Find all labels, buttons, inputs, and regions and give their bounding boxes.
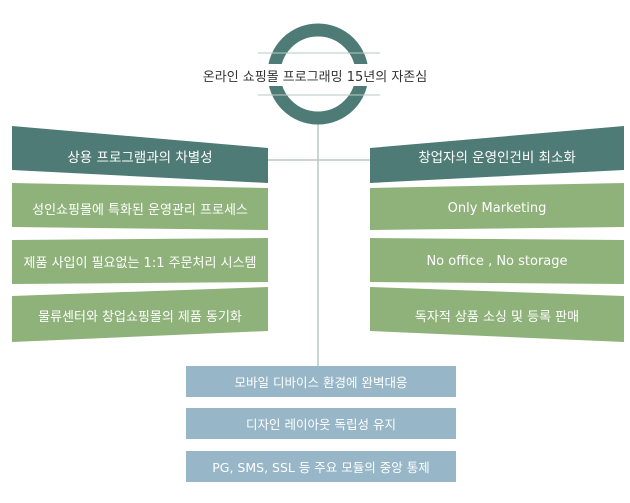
bottom-item-2: 디자인 레이아웃 독립성 유지 (186, 408, 456, 439)
right-header-shape (370, 126, 624, 183)
right-item-2-shape (370, 238, 624, 284)
left-item-1-shape (12, 183, 268, 230)
left-header-shape (12, 126, 268, 183)
right-item-1-shape (370, 183, 624, 230)
bottom-item-1: 모바일 디바이스 환경에 완벽대응 (186, 366, 456, 397)
bottom-item-3: PG, SMS, SSL 등 주요 모듈의 중앙 통제 (186, 451, 456, 482)
left-item-3-shape (12, 287, 268, 342)
main-title: 온라인 쇼핑몰 프로그래밍 15년의 자존심 (190, 64, 440, 86)
left-item-2-shape (12, 238, 268, 284)
right-item-3-shape (370, 287, 624, 342)
